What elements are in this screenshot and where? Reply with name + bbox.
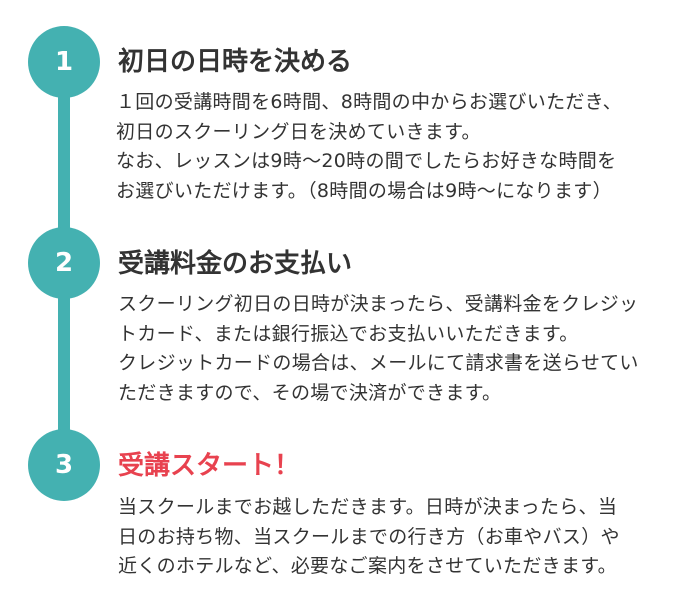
step-description: スクーリング初日の日時が決まったら、受講料金をクレジッ トカード、または銀行振込… bbox=[118, 290, 639, 409]
step-description: 当スクールまでお越しただきます。日時が決まったら、当 日のお持ち物、当スクールま… bbox=[118, 493, 620, 582]
step-title: 初日の日時を決める bbox=[118, 47, 353, 77]
description-line: スクーリング初日の日時が決まったら、受講料金をクレジッ bbox=[118, 293, 639, 315]
step-number-badge: 1 bbox=[28, 26, 100, 98]
description-line: 初日のスクーリング日を決めていきます。 bbox=[116, 120, 481, 143]
description-line: ただきますので、その場で決済ができます。 bbox=[118, 382, 502, 405]
description-line: お選びいただけます。（8時間の場合は9時〜になります） bbox=[116, 180, 612, 203]
step-description: １回の受講時間を6時間、8時間の中からお選びいただき、 初日のスクーリング日を決… bbox=[116, 88, 622, 207]
description-line: なお、レッスンは9時〜20時の間でしたらお好きな時間を bbox=[116, 150, 617, 173]
description-line: クレジットカードの場合は、メールにて請求書を送らせてい bbox=[118, 352, 639, 375]
description-line: 日のお持ち物、当スクールまでの行き方（お車やバス）や bbox=[118, 525, 620, 548]
description-line: １回の受講時間を6時間、8時間の中からお選びいただき、 bbox=[116, 91, 622, 113]
step-title: 受講スタート！ bbox=[118, 451, 301, 481]
description-line: 近くのホテルなど、必要なご案内をさせていただきます。 bbox=[118, 555, 617, 578]
description-line: 当スクールまでお越しただきます。日時が決まったら、当 bbox=[118, 496, 618, 518]
description-line: トカード、または銀行振込でお支払いいただきます。 bbox=[118, 322, 579, 345]
step-title: 受講料金のお支払い bbox=[118, 249, 353, 279]
step-number-badge: 2 bbox=[28, 227, 100, 299]
step-number-badge: 3 bbox=[28, 429, 100, 501]
